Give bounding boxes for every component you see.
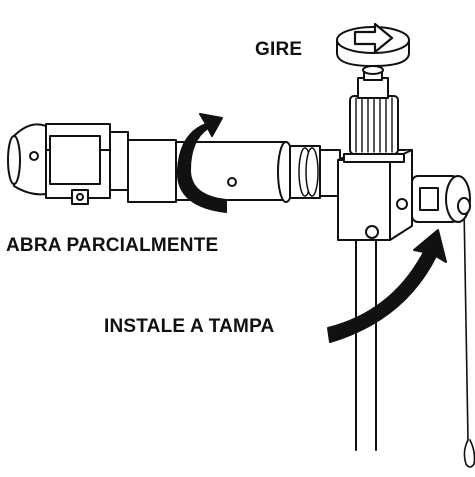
label-abra-parcialmente: ABRA PARCIALMENTE [6,235,219,256]
right-cap [411,175,471,223]
left-end-fitting [7,123,129,205]
tether-wire [463,205,475,468]
rotate-ccw-icon [336,22,410,67]
label-gire: GIRE [255,39,303,60]
label-instale-a-tampa: INSTALE A TAMPA [104,316,275,337]
open-partially-arrow [176,113,227,213]
horizontal-body [127,139,341,203]
valve-block [337,149,413,241]
top-knob [343,65,405,163]
install-cap-arrow [327,229,447,343]
vertical-tube [355,237,377,451]
